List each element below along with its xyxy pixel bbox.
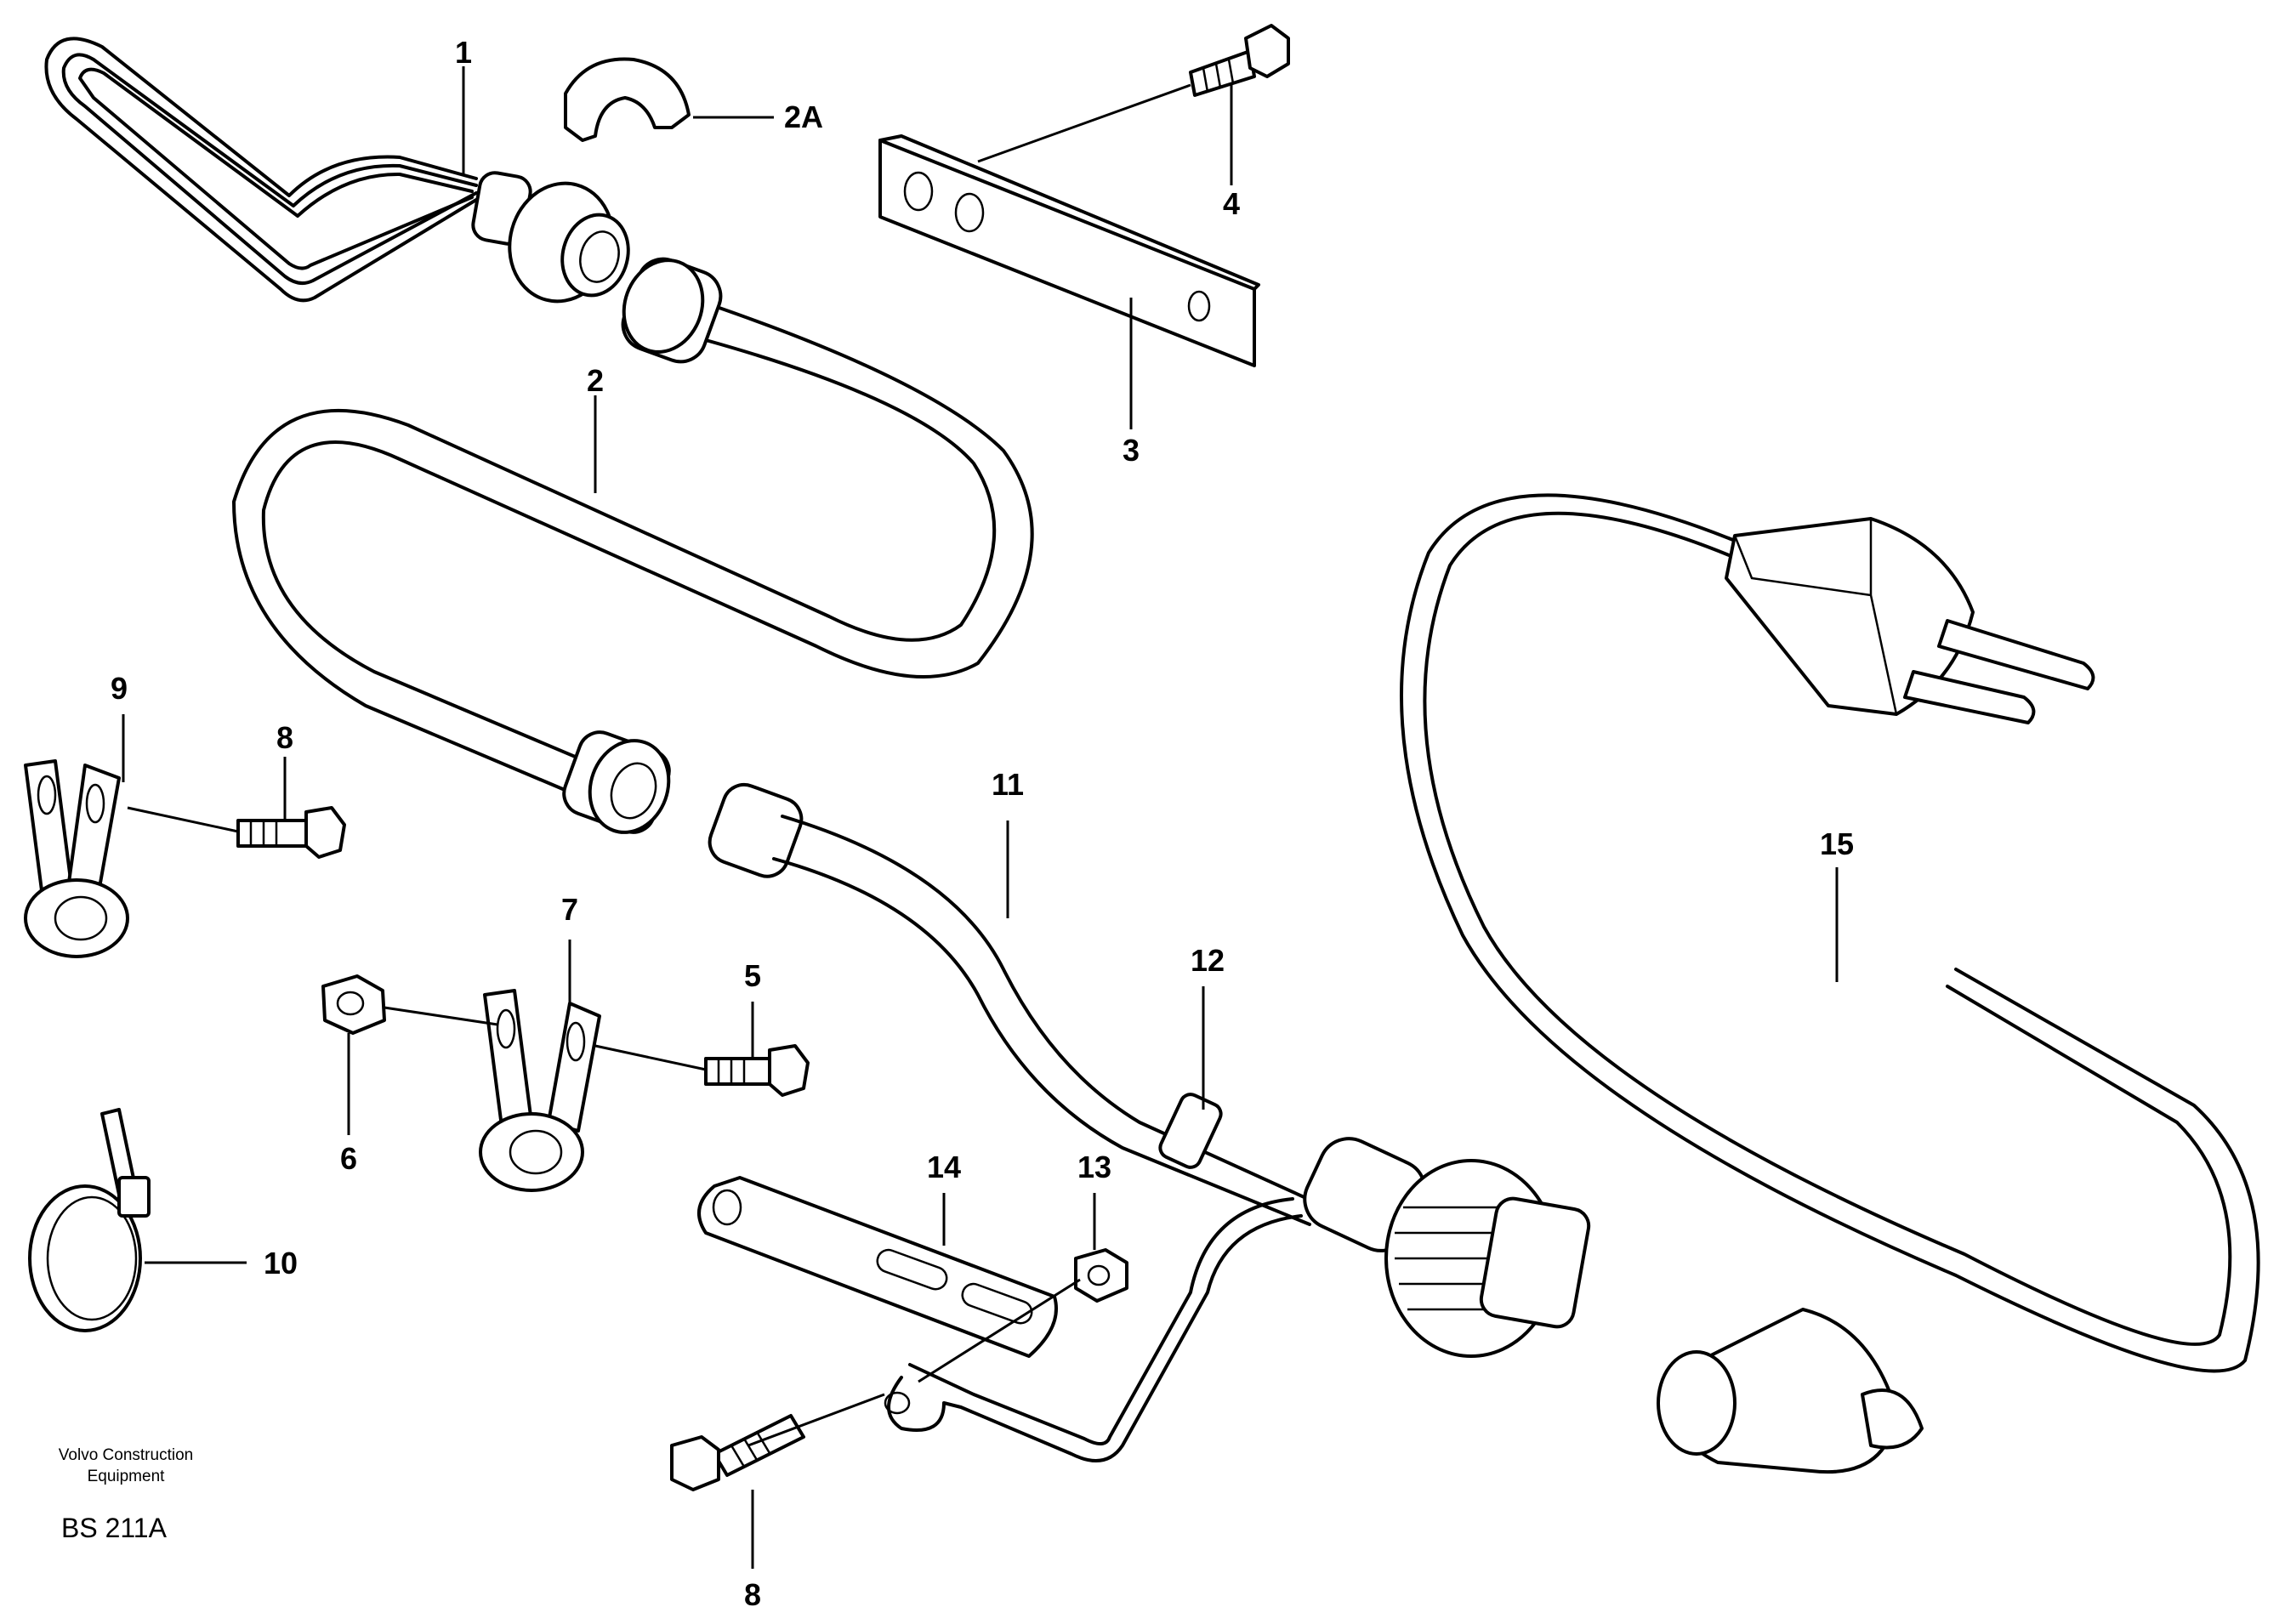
nut-13: [1074, 1248, 1128, 1303]
mounting-plate: [878, 134, 1260, 367]
callout-6: 6: [340, 1141, 357, 1176]
cable-loop: [232, 257, 1034, 834]
callout-11: 11: [992, 767, 1024, 802]
callout-2: 2: [587, 363, 604, 398]
callout-14: 14: [927, 1150, 961, 1184]
bolt-8-lower: [670, 1414, 805, 1491]
extension-cable: [708, 782, 1591, 1358]
cable-tie: [28, 1108, 151, 1332]
callout-7: 7: [561, 892, 578, 927]
clamp-7: [479, 989, 601, 1192]
callout-2a: 2A: [784, 99, 823, 134]
callout-1: 1: [455, 35, 472, 70]
callout-8-lower: 8: [744, 1577, 761, 1612]
callout-9: 9: [111, 671, 128, 706]
bolt-5: [704, 1044, 810, 1097]
callout-3: 3: [1123, 433, 1140, 468]
earth-strap: [697, 1176, 1303, 1462]
callout-8-upper: 8: [276, 720, 293, 755]
power-cord: [1400, 493, 2260, 1474]
callout-12: 12: [1191, 943, 1225, 978]
publisher-name-line1: Volvo Construction: [59, 1446, 193, 1464]
leader-lines: [122, 66, 1839, 1569]
callout-5: 5: [744, 958, 761, 993]
clamp-9: [24, 759, 129, 958]
callout-10: 10: [264, 1246, 298, 1280]
publisher-name-line2: Equipment: [88, 1468, 166, 1485]
callout-4: 4: [1223, 186, 1240, 221]
heater-element: [44, 37, 630, 304]
callout-15: 15: [1820, 826, 1854, 861]
bolt-8-upper: [236, 806, 346, 859]
bolt-4: [1189, 24, 1290, 97]
callout-labels: 1 2A 2 4 3 9 8 11 15 7 12 5 6 14 13 10 8: [111, 35, 1854, 1612]
clip-2a: [564, 57, 691, 142]
nut-6: [321, 974, 386, 1035]
footer: Volvo Construction Equipment BS 211A: [59, 1446, 193, 1543]
callout-13: 13: [1077, 1150, 1111, 1184]
diagram-code: BS 211A: [61, 1513, 168, 1543]
